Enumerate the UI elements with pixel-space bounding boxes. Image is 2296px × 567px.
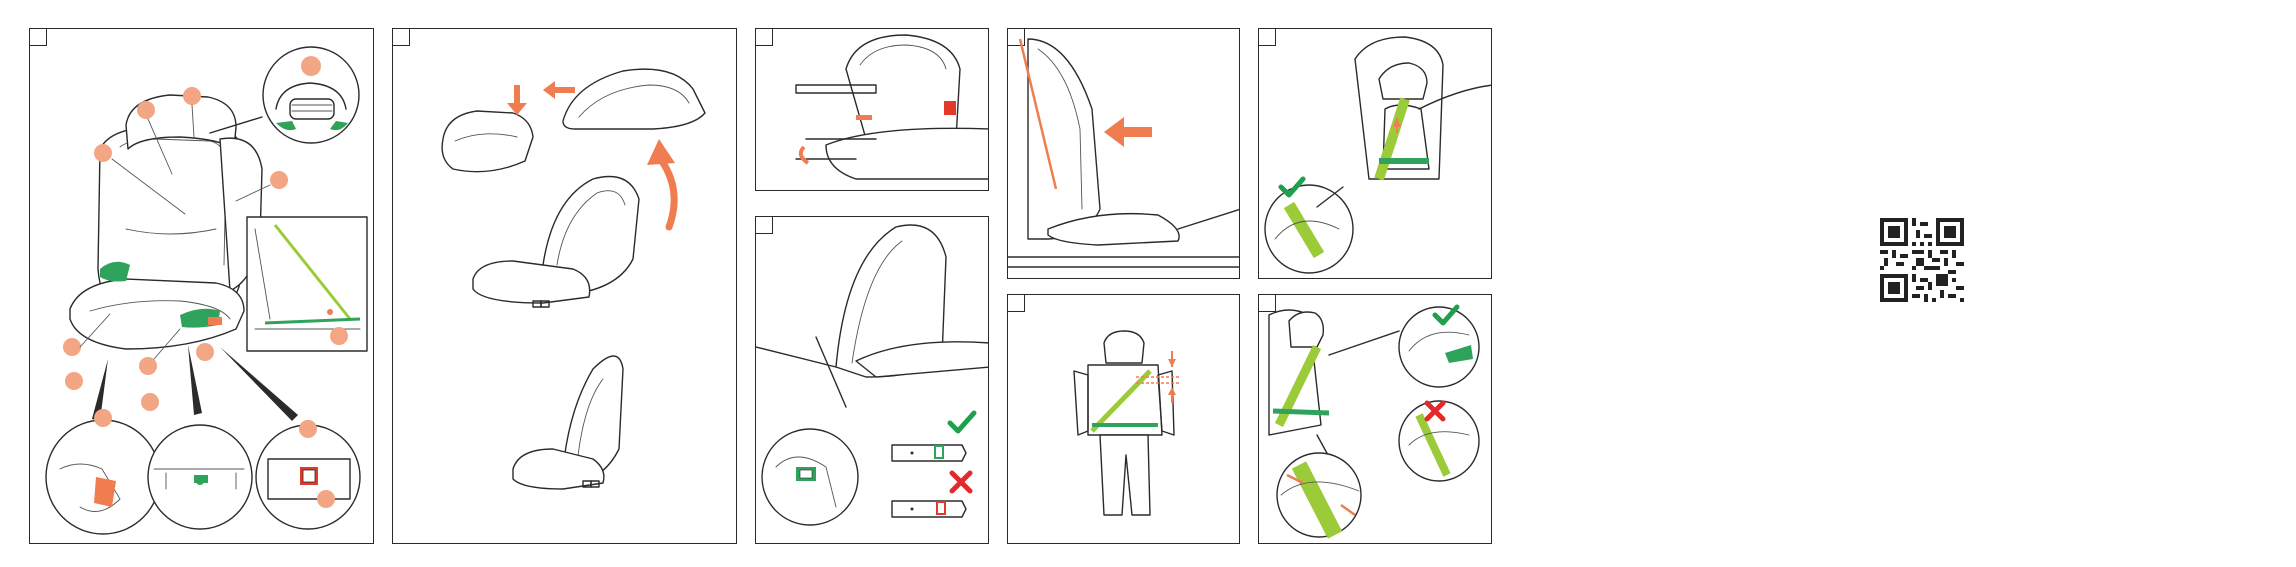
push-seat-illustration	[1008, 29, 1240, 279]
headrest-height-illustration	[1008, 295, 1240, 544]
panel-isofix-indicator-check	[755, 216, 989, 544]
panel-lap-belt	[1258, 294, 1492, 544]
lap-belt-illustration	[1259, 295, 1492, 544]
panel-isofix-extension	[755, 28, 989, 191]
shoulder-belt-illustration	[1259, 29, 1492, 279]
isofix-indicator-illustration	[756, 217, 989, 544]
callout-dot	[94, 144, 112, 162]
seat-overview-illustration	[30, 29, 374, 544]
seat-assembly-illustration	[393, 29, 737, 544]
panel-push-seat-back	[1007, 28, 1240, 279]
panel-seat-assembly	[392, 28, 737, 544]
isofix-extension-illustration	[756, 29, 989, 191]
check-icon	[950, 413, 974, 431]
qr-code-icon	[1880, 218, 1964, 302]
panel-overview	[29, 28, 374, 544]
panel-shoulder-belt	[1258, 28, 1492, 279]
panel-headrest-height	[1007, 294, 1240, 544]
cross-icon	[952, 473, 970, 491]
